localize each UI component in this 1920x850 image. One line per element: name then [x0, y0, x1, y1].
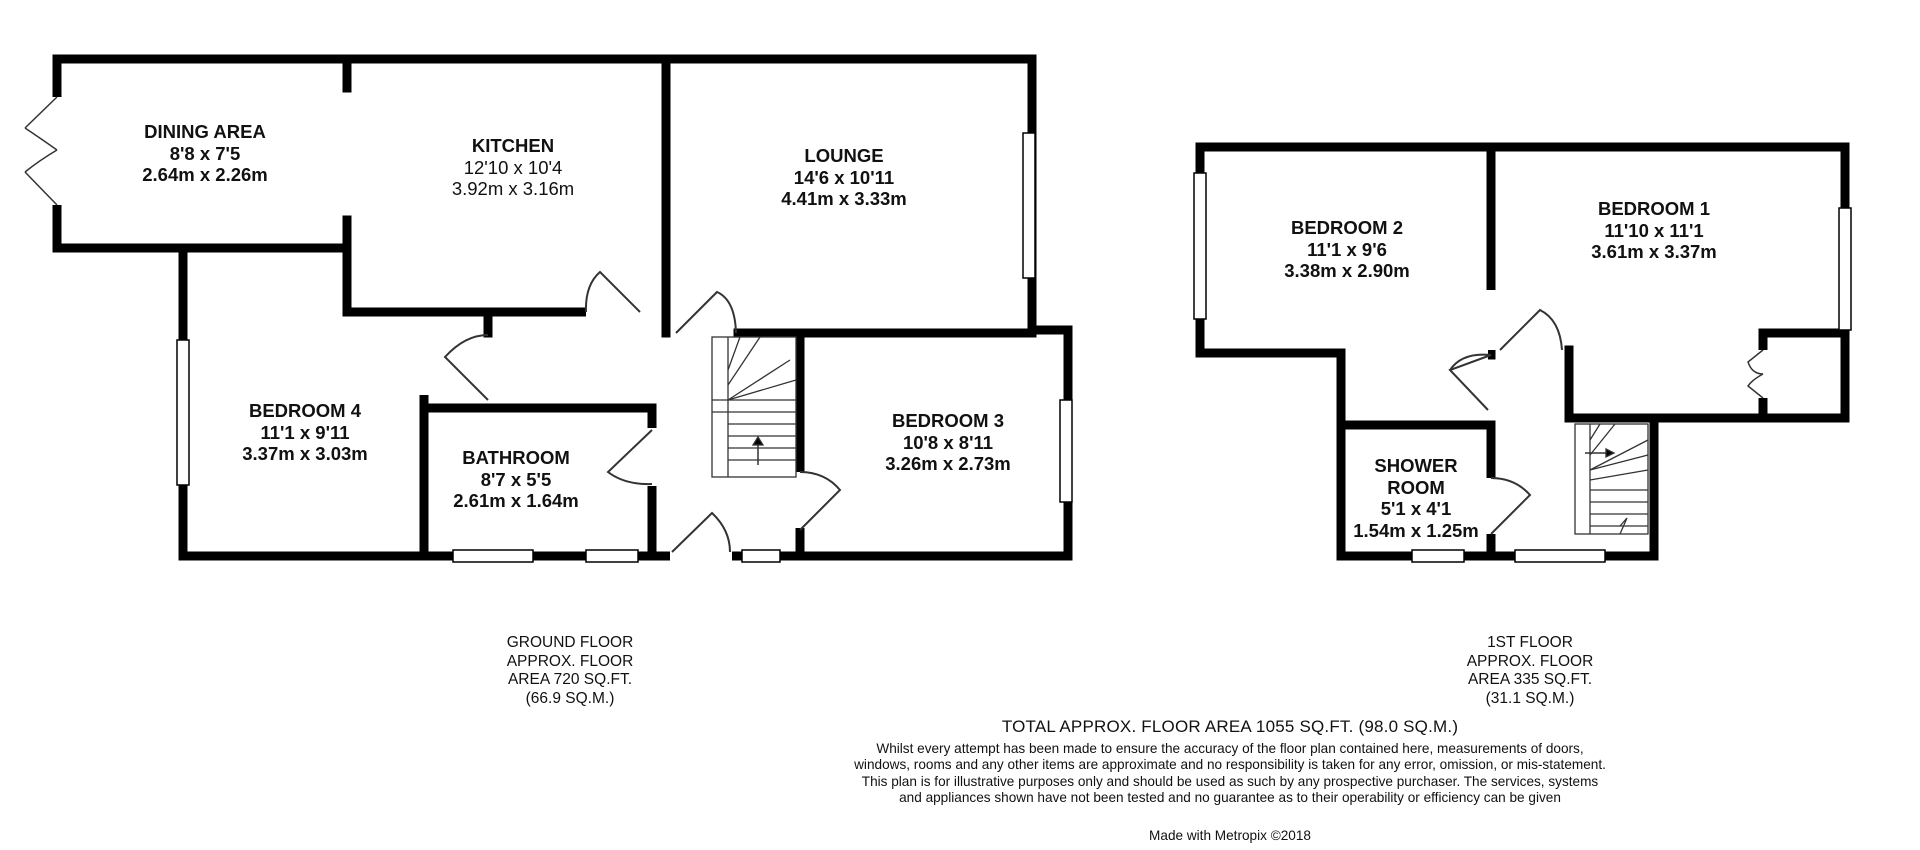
room-metric: 1.54m x 1.25m	[1353, 519, 1479, 541]
gap-bedroom4-door	[417, 335, 431, 395]
room-label-bedroom-4: BEDROOM 4 11'1 x 9'11 3.37m x 3.03m	[242, 400, 367, 465]
gap-bedroom2-door	[1440, 346, 1488, 360]
caption-line: (66.9 SQ.M.)	[525, 689, 615, 707]
gap-bathroom-door	[645, 428, 659, 486]
room-metric: 3.92m x 3.16m	[451, 178, 575, 199]
door-front	[671, 511, 731, 553]
window-shower	[1411, 549, 1465, 563]
room-label-shower-room: SHOWER ROOM 5'1 x 4'1 1.54m x 1.25m	[1353, 455, 1478, 541]
room-metric: 2.61m x 1.64m	[453, 490, 579, 511]
room-label-kitchen: KITCHEN 12'10 x 10'4 3.92m x 3.16m	[452, 135, 574, 200]
ground-floor-windows	[176, 132, 1073, 563]
door-shower	[1490, 477, 1532, 535]
window-bedroom1	[1838, 207, 1852, 331]
room-imperial: 8'8 x 7'5	[169, 142, 241, 164]
window-bathroom-left	[452, 549, 534, 563]
room-label-bedroom-1: BEDROOM 1 11'10 x 11'1 3.61m x 3.37m	[1591, 198, 1716, 263]
window-lounge	[1022, 132, 1036, 279]
ground-floor-doors	[24, 96, 842, 553]
room-imperial: 11'1 x 9'6	[1307, 238, 1387, 260]
room-metric: 3.37m x 3.03m	[242, 443, 368, 464]
door-bedroom2	[1448, 353, 1492, 411]
door-dining-french	[24, 96, 58, 206]
caption-line: (31.1 SQ.M.)	[1485, 689, 1575, 707]
room-name: LOUNGE	[804, 145, 884, 166]
door-lounge	[675, 290, 737, 334]
room-label-dining-area: DINING AREA 8'8 x 7'5 2.64m x 2.26m	[142, 121, 267, 186]
room-imperial: 12'10 x 10'4	[463, 156, 563, 178]
first-floor-stairs	[1574, 423, 1649, 535]
window-bathroom-right	[585, 549, 639, 563]
room-name: BATHROOM	[462, 447, 570, 468]
room-label-lounge: LOUNGE 14'6 x 10'11 4.41m x 3.33m	[781, 145, 906, 210]
room-imperial: 5'1 x 4'1	[1380, 498, 1452, 519]
room-name: BEDROOM 4	[248, 400, 362, 421]
window-landing	[1514, 549, 1606, 563]
gap-shower-door	[1484, 478, 1498, 534]
stairs-first-outline	[1574, 423, 1649, 535]
room-metric: 2.64m x 2.26m	[142, 164, 268, 185]
first-floor-doors	[1440, 290, 1770, 535]
caption-line: AREA 335 SQ.FT.	[1467, 671, 1593, 688]
room-name: DINING AREA	[144, 121, 266, 142]
gap-dining-doors	[50, 97, 64, 205]
window-bedroom4	[176, 339, 190, 486]
room-imperial: 14'6 x 10'11	[793, 166, 895, 188]
room-name: BEDROOM 3	[891, 410, 1005, 431]
door-kitchen	[584, 270, 641, 313]
room-label-bathroom: BATHROOM 8'7 x 5'5 2.61m x 1.64m	[453, 447, 578, 512]
first-floor-caption: 1ST FLOOR APPROX. FLOOR AREA 335 SQ.FT. …	[1467, 634, 1594, 708]
room-imperial: 8'7 x 5'5	[480, 468, 552, 490]
door-bathroom	[606, 429, 653, 486]
gap-front-door	[670, 549, 732, 563]
door-bedroom1	[1499, 308, 1563, 351]
stairs-ground-outline	[711, 336, 797, 478]
caption-line: 1ST FLOOR	[1487, 634, 1573, 651]
room-label-bedroom-2: BEDROOM 2 11'1 x 9'6 3.38m x 2.90m	[1284, 217, 1409, 282]
door-bedroom3	[799, 471, 842, 531]
room-imperial: 11'1 x 9'11	[260, 421, 350, 443]
room-name: BEDROOM 2	[1290, 217, 1404, 238]
room-metric: 3.26m x 2.73m	[885, 453, 1011, 474]
gap-bedroom3-door	[793, 472, 807, 528]
first-floor-outer-wall	[1195, 142, 1850, 561]
total-floor-area: TOTAL APPROX. FLOOR AREA 1055 SQ.FT. (98…	[1001, 717, 1459, 736]
caption-line: APPROX. FLOOR	[1466, 652, 1594, 670]
room-metric: 3.61m x 3.37m	[1591, 241, 1717, 262]
ground-floor-stairs	[711, 336, 797, 478]
room-name: KITCHEN	[471, 135, 555, 156]
metropix-credit: Made with Metropix ©2018	[1149, 828, 1311, 843]
room-imperial: 10'8 x 8'11	[902, 431, 994, 453]
room-name-line-1: SHOWER	[1374, 455, 1458, 476]
door-cupboard	[1746, 349, 1764, 399]
ground-floor-plan	[52, 54, 1073, 561]
gap-bedroom1-door	[1484, 290, 1498, 350]
room-imperial: 11'10 x 11'1	[1604, 219, 1704, 241]
room-name: BEDROOM 1	[1597, 198, 1711, 219]
window-front-door	[741, 549, 781, 563]
room-name-line-2: ROOM	[1387, 476, 1445, 498]
first-floor-windows	[1193, 172, 1852, 563]
room-metric: 3.38m x 2.90m	[1284, 260, 1410, 281]
caption-line: GROUND FLOOR	[506, 634, 634, 651]
door-bedroom4	[443, 334, 489, 401]
caption-line: APPROX. FLOOR	[506, 652, 634, 670]
ground-floor-caption: GROUND FLOOR APPROX. FLOOR AREA 720 SQ.F…	[507, 634, 634, 708]
gap-kitchen-door	[586, 305, 644, 319]
first-floor-plan	[1195, 142, 1850, 561]
room-label-bedroom-3: BEDROOM 3 10'8 x 8'11 3.26m x 2.73m	[885, 410, 1010, 475]
disclaimer-text: Whilst every attempt has been made to en…	[854, 741, 1606, 806]
window-bedroom3	[1059, 399, 1073, 503]
window-bedroom2	[1193, 172, 1207, 320]
caption-line: AREA 720 SQ.FT.	[507, 671, 633, 688]
room-metric: 4.41m x 3.33m	[781, 188, 907, 209]
